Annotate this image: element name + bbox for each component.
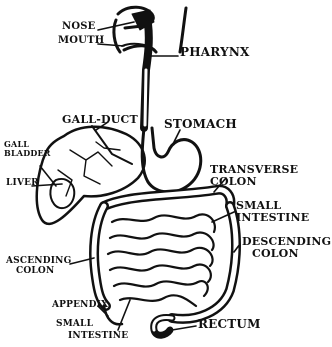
ascending-colon-inner: [94, 206, 106, 306]
esophagus-inner: [145, 70, 146, 125]
label-small-intestine-right: SMALL INTESTINE: [236, 200, 309, 224]
liver-vessels: [58, 142, 120, 196]
label-descending-colon: DESCENDING COLON: [242, 236, 331, 260]
small-intestine-coils: [108, 214, 215, 306]
label-descending-colon-line2: COLON: [242, 248, 331, 260]
leader-rectum: [172, 326, 196, 330]
label-stomach: STOMACH: [164, 118, 237, 130]
label-small-intestine-bottom: SMALL INTESTINE: [56, 318, 128, 342]
label-ascending-colon-line1: ASCENDING: [6, 256, 71, 266]
label-mouth: MOUTH: [58, 36, 104, 46]
label-gall-duct: GALL-DUCT: [62, 114, 138, 125]
label-gall-bladder: GALL BLADDER: [4, 140, 51, 158]
label-transverse-colon: TRANSVERSE COLON: [210, 164, 298, 188]
gall-duct-line: [92, 126, 132, 164]
liver-outline: [37, 127, 145, 224]
label-ascending-colon: ASCENDING COLON: [6, 256, 71, 276]
label-small-intestine-bottom-line2: INTESTINE: [56, 330, 128, 342]
label-rectum: RECTUM: [198, 318, 261, 330]
label-liver: LIVER: [6, 178, 39, 188]
leader-lines: [32, 22, 240, 330]
label-small-intestine-right-line2: INTESTINE: [236, 212, 309, 224]
label-nose: NOSE: [62, 22, 96, 32]
label-pharynx: PHARYNX: [180, 46, 250, 58]
label-small-intestine-bottom-line1: SMALL: [56, 318, 128, 330]
leader-gall-bladder: [40, 166, 56, 186]
stomach-outline: [142, 128, 201, 192]
label-gall-bladder-line2: BLADDER: [4, 149, 51, 158]
label-transverse-colon-line2: COLON: [210, 176, 298, 188]
descending-colon-tube: [172, 206, 236, 319]
label-appendix: APPENDIX: [52, 300, 108, 310]
label-ascending-colon-line2: COLON: [6, 266, 71, 276]
